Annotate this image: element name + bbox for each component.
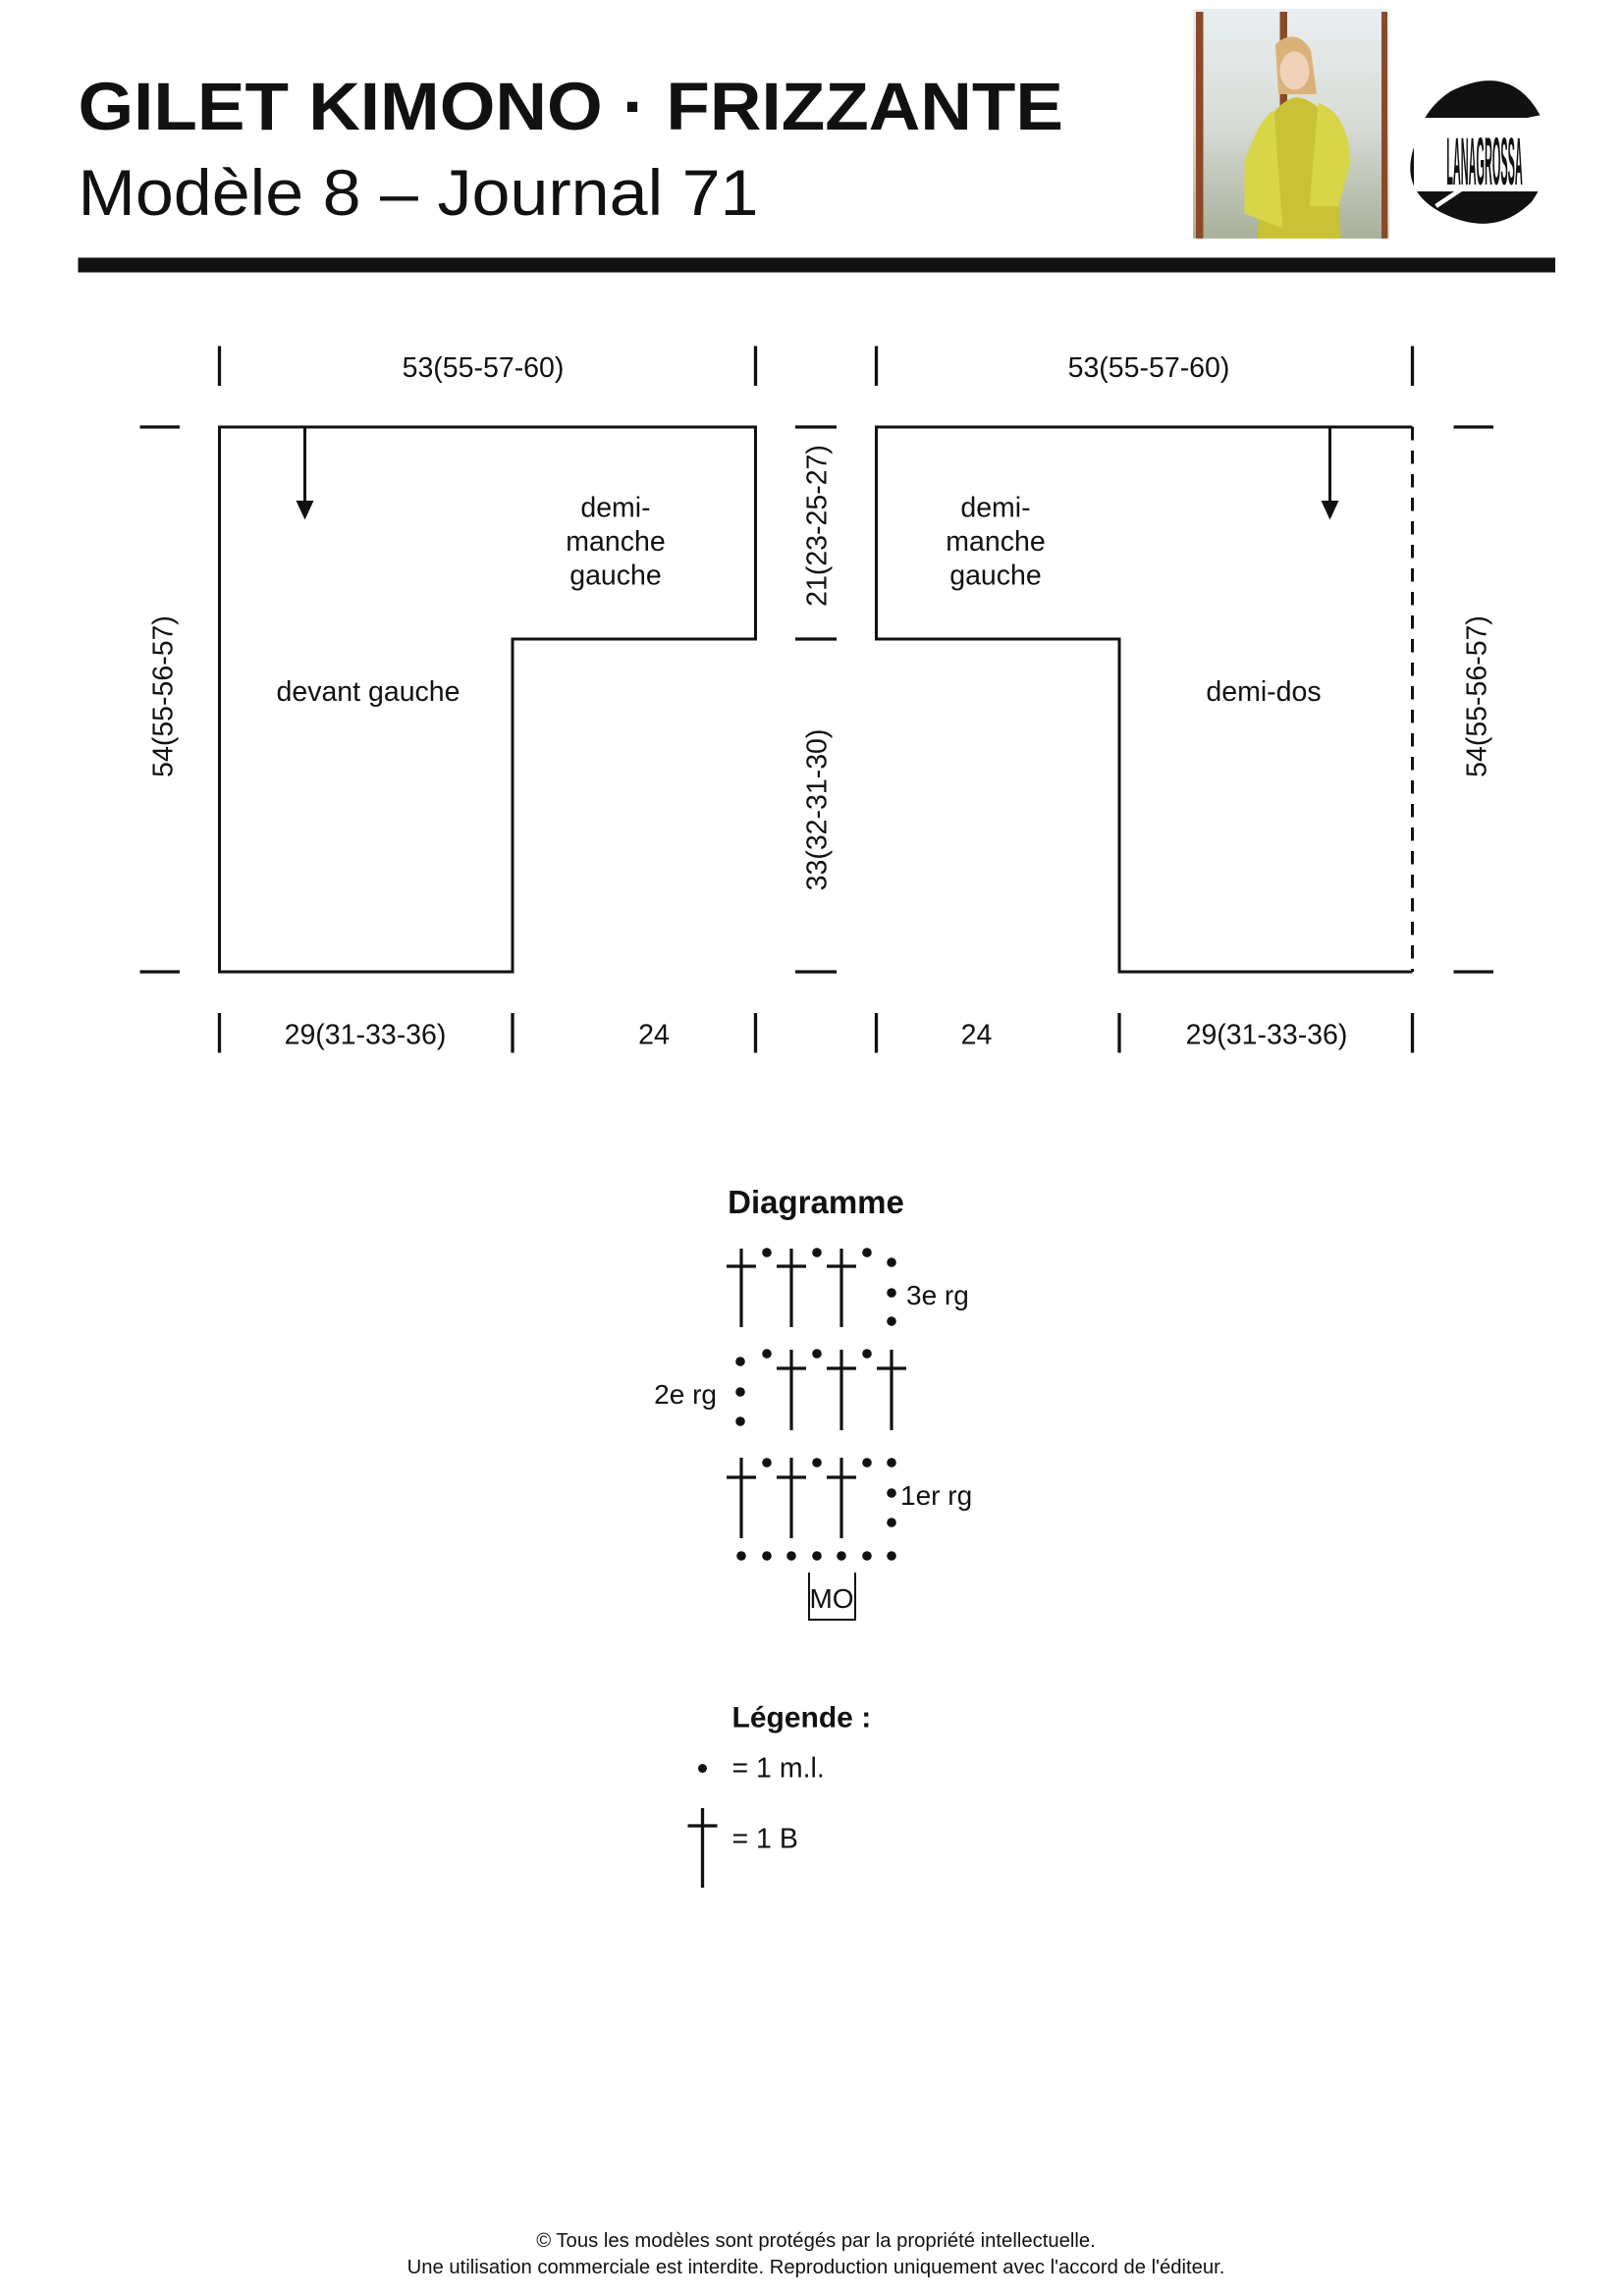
- right-piece-schematic: demi- manche gauche demi-dos: [875, 425, 1414, 974]
- footer-notice: Une utilisation commerciale est interdit…: [407, 2257, 1225, 2278]
- sleeve-label: manche: [946, 526, 1045, 558]
- sleeve-label: manche: [566, 526, 665, 558]
- chain-stitch-icon: [862, 1551, 872, 1561]
- double-crochet-icon: [727, 1458, 756, 1538]
- dimension-right-body-width: 29(31-33-36): [1186, 1020, 1348, 1051]
- chain-stitch-icon: [887, 1288, 896, 1298]
- double-crochet-icon: [777, 1458, 806, 1538]
- dimension-left-height: 54(55-56-57): [148, 615, 180, 777]
- chain-stitch-icon: [735, 1387, 745, 1397]
- chain-stitch-icon: [812, 1551, 822, 1561]
- row-label-2: 2e rg: [654, 1379, 717, 1410]
- chain-stitch-icon: [762, 1551, 772, 1561]
- double-crochet-icon: [687, 1808, 718, 1888]
- chain-stitch-icon: [762, 1349, 772, 1359]
- chain-stitch-icon: [735, 1357, 745, 1366]
- chain-stitch-icon: [762, 1248, 772, 1257]
- double-crochet-icon: [827, 1350, 856, 1430]
- chain-stitch-icon: [862, 1248, 872, 1257]
- dimension-right-top-width: 53(55-57-60): [1068, 352, 1230, 384]
- model-photo: [1193, 9, 1389, 239]
- crochet-diagram: 3e rg 2e rg 1er rg MO: [654, 1248, 972, 1621]
- chain-stitch-icon: [862, 1349, 872, 1359]
- left-piece-outline: [218, 425, 757, 974]
- body-label: devant gauche: [277, 676, 460, 708]
- start-label: MO: [809, 1583, 853, 1614]
- double-crochet-icon: [777, 1350, 806, 1430]
- chain-stitch-icon: [698, 1764, 707, 1773]
- chain-stitch-icon: [812, 1349, 822, 1359]
- chain-stitch-icon: [736, 1551, 746, 1561]
- chain-stitch-icon: [887, 1458, 896, 1468]
- chain-stitch-icon: [887, 1488, 896, 1498]
- dimension-left-body-width: 29(31-33-36): [285, 1020, 447, 1051]
- double-crochet-icon: [877, 1350, 906, 1430]
- right-piece-outline: [875, 425, 1413, 974]
- sleeve-label: gauche: [569, 561, 662, 592]
- footer-copyright: © Tous les modèles sont protégés par la …: [536, 2230, 1096, 2252]
- chain-stitch-icon: [812, 1458, 822, 1468]
- chain-stitch-icon: [812, 1248, 822, 1257]
- legend-title: Légende :: [732, 1702, 872, 1735]
- sleeve-label: demi-: [960, 493, 1030, 524]
- legend-chain-label: = 1 m.l.: [732, 1753, 825, 1785]
- dimension-sleeve-height: 21(23-25-27): [802, 445, 834, 607]
- chain-stitch-icon: [786, 1551, 796, 1561]
- start-bracket: [808, 1573, 856, 1621]
- dimension-right-sleeve-width: 24: [961, 1020, 993, 1051]
- double-crochet-icon: [827, 1249, 856, 1327]
- chain-stitch-icon: [887, 1518, 896, 1527]
- page-title: GILET KIMONO · FRIZZANTE: [79, 69, 1064, 144]
- chain-stitch-icon: [887, 1257, 896, 1267]
- row-label-1: 1er rg: [900, 1480, 972, 1511]
- dimension-left-top-width: 53(55-57-60): [403, 352, 565, 384]
- row-label-3: 3e rg: [906, 1280, 969, 1310]
- header-rule: [78, 257, 1555, 273]
- double-crochet-icon: [827, 1458, 856, 1538]
- dimension-left-sleeve-width: 24: [638, 1020, 670, 1051]
- logo-text: LANAGROSSA: [1446, 126, 1523, 200]
- chain-stitch-icon: [887, 1316, 896, 1326]
- dimension-right-height: 54(55-56-57): [1462, 615, 1493, 777]
- page-subtitle: Modèle 8 – Journal 71: [79, 156, 759, 229]
- body-label: demi-dos: [1206, 676, 1321, 708]
- dimension-ticks: [139, 346, 1493, 1053]
- left-piece-schematic: demi- manche gauche devant gauche: [218, 425, 757, 974]
- chain-stitch-icon: [862, 1458, 872, 1468]
- sleeve-label: demi-: [580, 493, 650, 524]
- chain-stitch-icon: [837, 1551, 846, 1561]
- diagram-title: Diagramme: [728, 1184, 904, 1220]
- dimension-body-height: 33(32-31-30): [802, 729, 834, 891]
- chain-stitch-icon: [735, 1416, 745, 1426]
- sleeve-label: gauche: [949, 561, 1042, 592]
- double-crochet-icon: [777, 1249, 806, 1327]
- chain-stitch-icon: [762, 1458, 772, 1468]
- lana-grossa-logo: LANAGROSSA: [1410, 80, 1562, 224]
- chain-stitch-icon: [887, 1551, 896, 1561]
- legend-dc-label: = 1 B: [732, 1824, 798, 1855]
- double-crochet-icon: [727, 1249, 756, 1327]
